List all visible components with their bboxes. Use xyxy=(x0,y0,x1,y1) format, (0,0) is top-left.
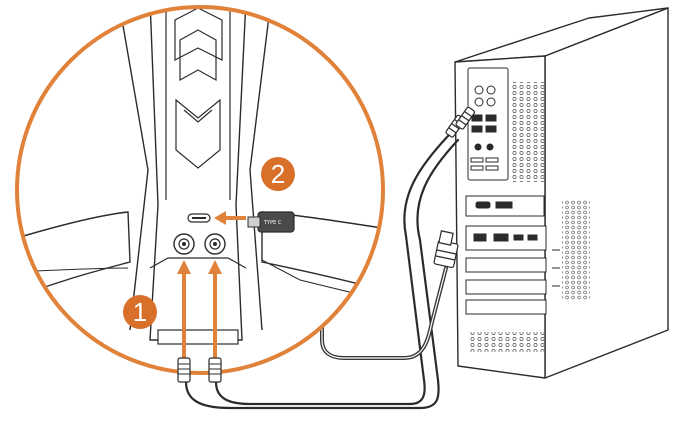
pc-audio-jack xyxy=(474,85,484,95)
front-io-panel xyxy=(467,67,509,181)
pc-audio-jack xyxy=(486,85,496,95)
pc-usb-plug xyxy=(433,230,459,269)
plug-label: TYPE C xyxy=(263,220,282,226)
step-2-callout: 2 xyxy=(261,157,295,191)
usb-c-plug: TYPE C xyxy=(247,211,295,233)
pc-audio-jack xyxy=(486,97,496,107)
monitor-audio-plugs xyxy=(177,357,222,383)
step-1-number: 1 xyxy=(133,297,147,327)
step-2-number: 2 xyxy=(271,159,285,189)
monitor-stand-column xyxy=(149,7,247,341)
side-vent-grille xyxy=(562,200,590,300)
zoom-detail: TYPE C xyxy=(17,7,383,358)
expansion-slots xyxy=(465,195,560,315)
zoom-circle-outline xyxy=(15,5,385,375)
pc-audio-jack xyxy=(474,97,484,107)
audio-cable xyxy=(214,134,450,406)
audio-cable xyxy=(184,138,460,410)
bottom-vent-grille xyxy=(470,332,544,352)
pc-tower xyxy=(454,7,669,379)
monitor-audio-jack-right xyxy=(204,233,226,255)
monitor-audio-jack-left xyxy=(173,233,195,255)
usb-insert-arrow xyxy=(214,211,246,225)
audio-insert-arrow-left xyxy=(177,260,191,358)
pc-audio-plugs xyxy=(445,106,476,138)
pc-usb-c-port xyxy=(475,201,491,209)
step-1-callout: 1 xyxy=(123,295,157,329)
audio-insert-arrow-right xyxy=(208,260,222,358)
front-vent-grille xyxy=(512,82,544,182)
